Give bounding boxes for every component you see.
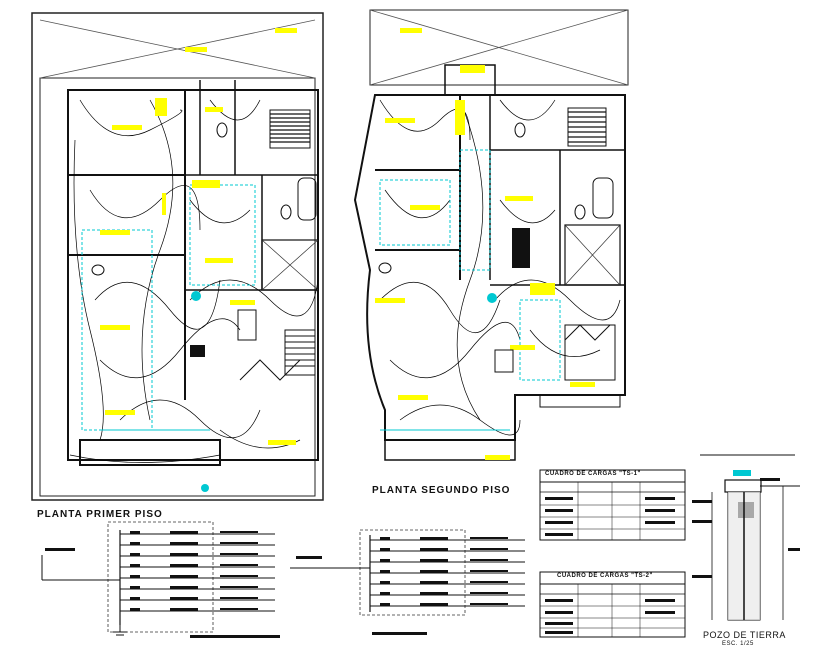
stair-icon <box>512 228 616 381</box>
ground-well-title: POZO DE TIERRA <box>703 630 786 640</box>
bathtub-icon <box>297 177 317 221</box>
plan-second-floor-title: PLANTA SEGUNDO PISO <box>372 485 511 496</box>
toilet-icon <box>280 204 292 220</box>
single-line-diagram-ts2 <box>290 529 525 635</box>
load-table-ts2 <box>539 571 686 638</box>
load-table-ts1-title: CUADRO DE CARGAS "TS-1" <box>545 471 641 477</box>
toilet-icon <box>514 122 526 138</box>
ground-symbol-icon <box>113 625 127 636</box>
electrical-panel-icon <box>191 291 201 301</box>
electrical-panel-icon <box>487 293 497 303</box>
load-table-ts2-title: CUADRO DE CARGAS "TS-2" <box>557 573 653 579</box>
load-table-ts1 <box>539 469 686 541</box>
ground-well-scale: ESC. 1/25 <box>722 641 754 647</box>
single-line-diagram-ts1 <box>41 521 280 638</box>
toilet-icon <box>216 122 228 138</box>
toilet-icon <box>574 204 586 220</box>
stair-icon <box>269 109 311 149</box>
ground-well-detail <box>692 454 800 621</box>
second-floor-plan <box>353 9 629 461</box>
first-floor-plan <box>31 12 324 501</box>
toilet-icon <box>91 264 105 276</box>
plan-first-floor-title: PLANTA PRIMER PISO <box>37 509 163 520</box>
bathtub-icon <box>592 177 614 219</box>
toilet-icon <box>378 262 392 274</box>
stair-icon <box>239 329 316 381</box>
stair-icon <box>567 107 607 147</box>
